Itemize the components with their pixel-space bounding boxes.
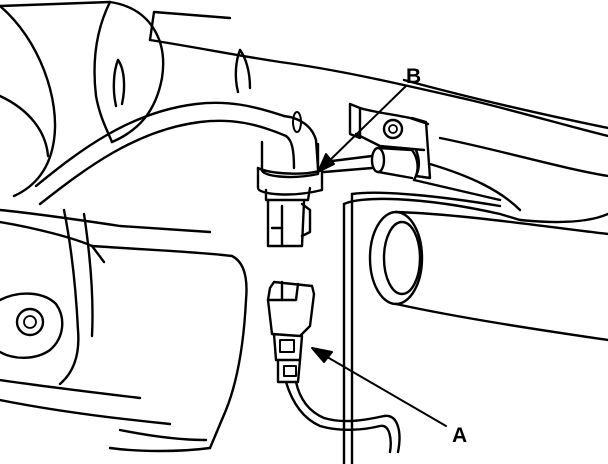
harness-connector <box>266 280 316 384</box>
callout-label-b: B <box>406 65 422 88</box>
upper-frame <box>148 10 608 178</box>
right-panel <box>342 191 608 464</box>
leader-line-a <box>311 347 447 427</box>
leader-line-b <box>317 85 407 173</box>
coolant-pipe <box>34 101 320 206</box>
bolt-head <box>382 118 404 140</box>
coolant-temperature-sensor <box>256 140 324 248</box>
round-tube <box>368 210 608 342</box>
lower-left-bracket <box>0 208 172 426</box>
mount-bolt <box>15 307 45 337</box>
intake-housing <box>0 0 212 248</box>
mounting-bracket <box>348 102 432 180</box>
lower-housing <box>90 244 248 453</box>
harness-wire <box>284 380 401 454</box>
callout-label-a: A <box>452 424 468 447</box>
